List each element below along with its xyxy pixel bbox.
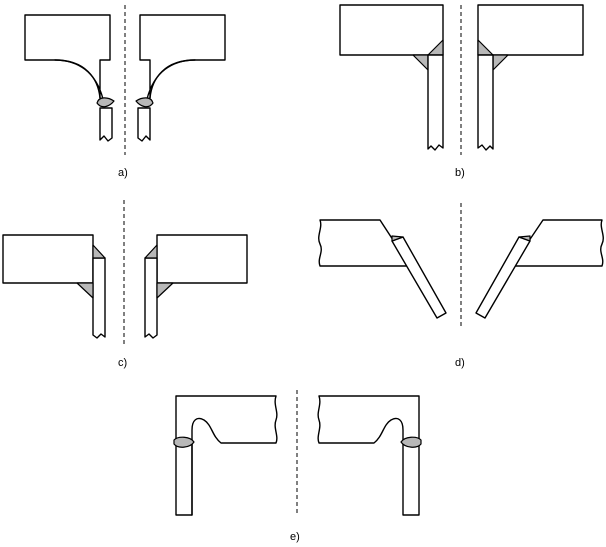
weld-bead-left-a (96, 97, 115, 108)
inclined-plate-left-d (391, 236, 447, 319)
web-right-c (144, 257, 158, 339)
weld-bottom-right-c (156, 282, 174, 299)
label-e: e) (290, 531, 300, 543)
weld-top-left-c (92, 244, 106, 259)
weld-left-e (173, 436, 195, 448)
plate-right-a (137, 107, 151, 142)
web-right-b (477, 54, 494, 151)
panel-e: e) (173, 390, 422, 543)
weld-top-right-c (144, 244, 158, 259)
flange-right-b (477, 4, 584, 56)
panel-a: a) (24, 5, 226, 179)
panel-d: d) (318, 203, 604, 369)
weld-bead-right-a (135, 97, 154, 108)
plate-left-a (99, 107, 113, 142)
label-d: d) (455, 357, 465, 369)
weld-bottom-left-c (76, 282, 94, 299)
flange-right-c (156, 234, 248, 284)
web-left-b (427, 54, 444, 151)
label-b: b) (455, 167, 465, 179)
panel-c: c) (2, 200, 248, 369)
flange-right-e (317, 395, 420, 516)
flange-left-b (339, 4, 444, 56)
fillet-curve-left-a (54, 59, 101, 99)
weld-left-d (391, 235, 404, 242)
panel-b: b) (339, 4, 584, 179)
plate-left-d (318, 219, 411, 267)
flange-left-c (2, 234, 94, 284)
label-c: c) (118, 357, 127, 369)
label-a: a) (118, 167, 128, 179)
weld-right-d (518, 235, 531, 242)
fillet-curve-right-a (149, 59, 196, 99)
weld-bottom-right-b (492, 54, 509, 71)
inclined-plate-right-d (475, 236, 531, 319)
weld-right-e (400, 436, 422, 448)
plate-right-d (511, 219, 604, 267)
weld-bottom-left-b (412, 54, 429, 71)
web-left-c (92, 257, 106, 339)
flange-left-e (175, 395, 278, 516)
